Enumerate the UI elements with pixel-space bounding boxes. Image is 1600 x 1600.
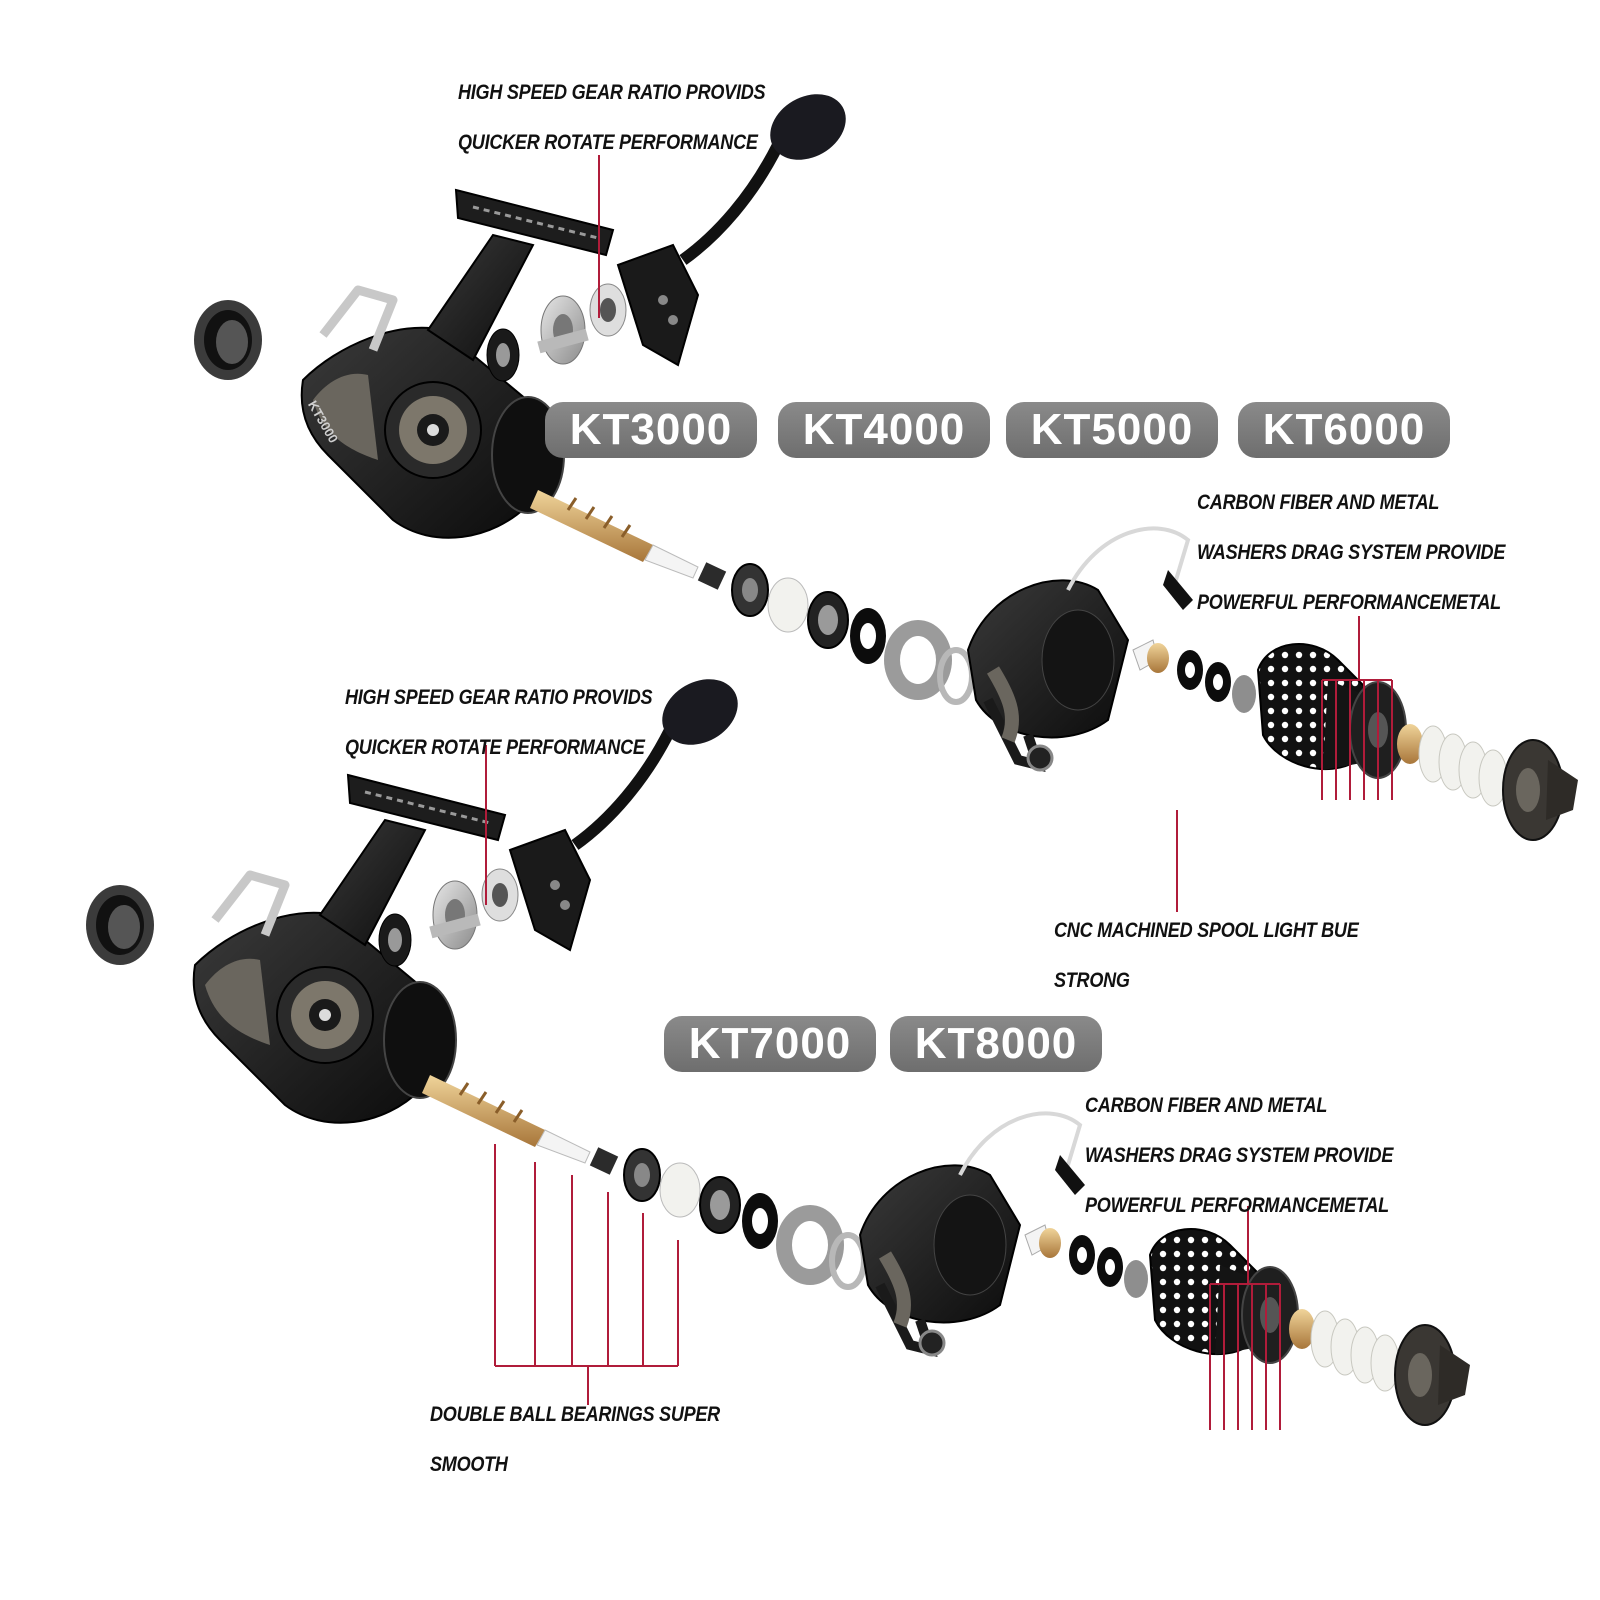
- callout-ball-bearings: DOUBLE BALL BEARINGS SUPER SMOOTH: [430, 1403, 720, 1476]
- callout-drag-system-top: CARBON FIBER AND METAL WASHERS DRAG SYST…: [1197, 491, 1506, 614]
- model-pill-kt7000: KT7000: [664, 1016, 876, 1072]
- model-pill-kt5000: KT5000: [1006, 402, 1218, 458]
- leader-lines: [485, 155, 1393, 1430]
- model-pill-kt6000: KT6000: [1238, 402, 1450, 458]
- model-pill-kt3000: KT3000: [545, 402, 757, 458]
- callout-cnc-spool: CNC MACHINED SPOOL LIGHT BUE STRONG: [1054, 919, 1359, 992]
- callout-gear-ratio-top: HIGH SPEED GEAR RATIO PROVIDS QUICKER RO…: [458, 81, 766, 154]
- model-pill-kt4000: KT4000: [778, 402, 990, 458]
- callout-drag-system-bottom: CARBON FIBER AND METAL WASHERS DRAG SYST…: [1085, 1094, 1394, 1217]
- model-pill-kt8000: KT8000: [890, 1016, 1102, 1072]
- callout-gear-ratio-middle: HIGH SPEED GEAR RATIO PROVIDS QUICKER RO…: [345, 686, 653, 759]
